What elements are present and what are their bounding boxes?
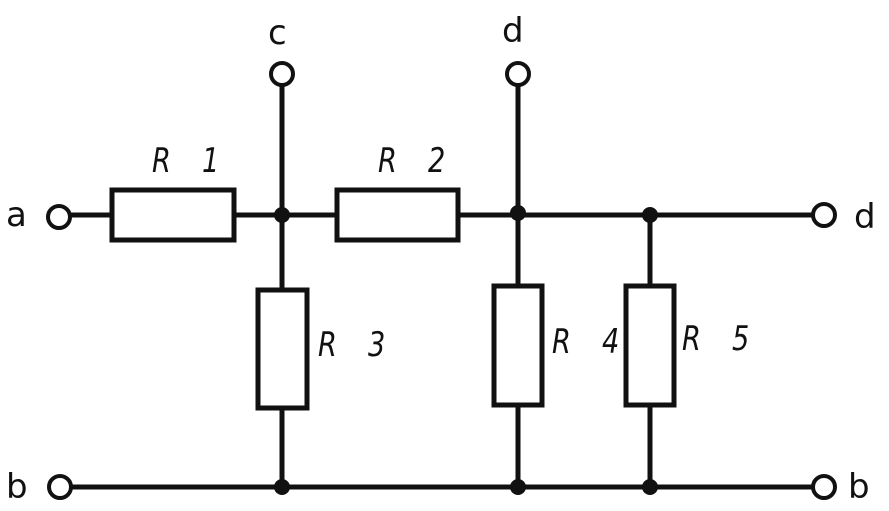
junction-node (274, 207, 290, 223)
terminal-c (269, 61, 295, 87)
terminal-label-b-right: b (848, 467, 870, 507)
resistor-r5 (623, 283, 677, 408)
terminal-label-a: a (6, 195, 27, 235)
terminal-label-d-right: d (854, 197, 876, 237)
terminal-label-d-top: d (502, 11, 524, 51)
junction-node (642, 207, 658, 223)
resistor-r1 (109, 187, 237, 243)
resistor-r2 (334, 187, 461, 243)
junction-node (274, 479, 290, 495)
terminal-b-right (811, 474, 837, 500)
terminal-b-left (47, 474, 73, 500)
junction-node (510, 205, 526, 221)
resistor-label-r3: R 3 (318, 325, 397, 365)
terminal-d-top (505, 61, 531, 87)
resistor-r4 (491, 283, 545, 408)
terminal-a (46, 204, 72, 230)
resistor-r3 (255, 287, 310, 411)
resistor-label-r4: R 4 (552, 322, 631, 362)
terminal-d-right (811, 202, 837, 228)
resistor-label-r5: R 5 (682, 319, 761, 359)
junction-node (642, 479, 658, 495)
resistor-label-r2: R 2 (378, 141, 457, 181)
resistor-label-r1: R 1 (152, 141, 231, 181)
terminal-label-c: c (268, 13, 287, 53)
terminal-label-b-left: b (6, 467, 28, 507)
junction-node (510, 479, 526, 495)
